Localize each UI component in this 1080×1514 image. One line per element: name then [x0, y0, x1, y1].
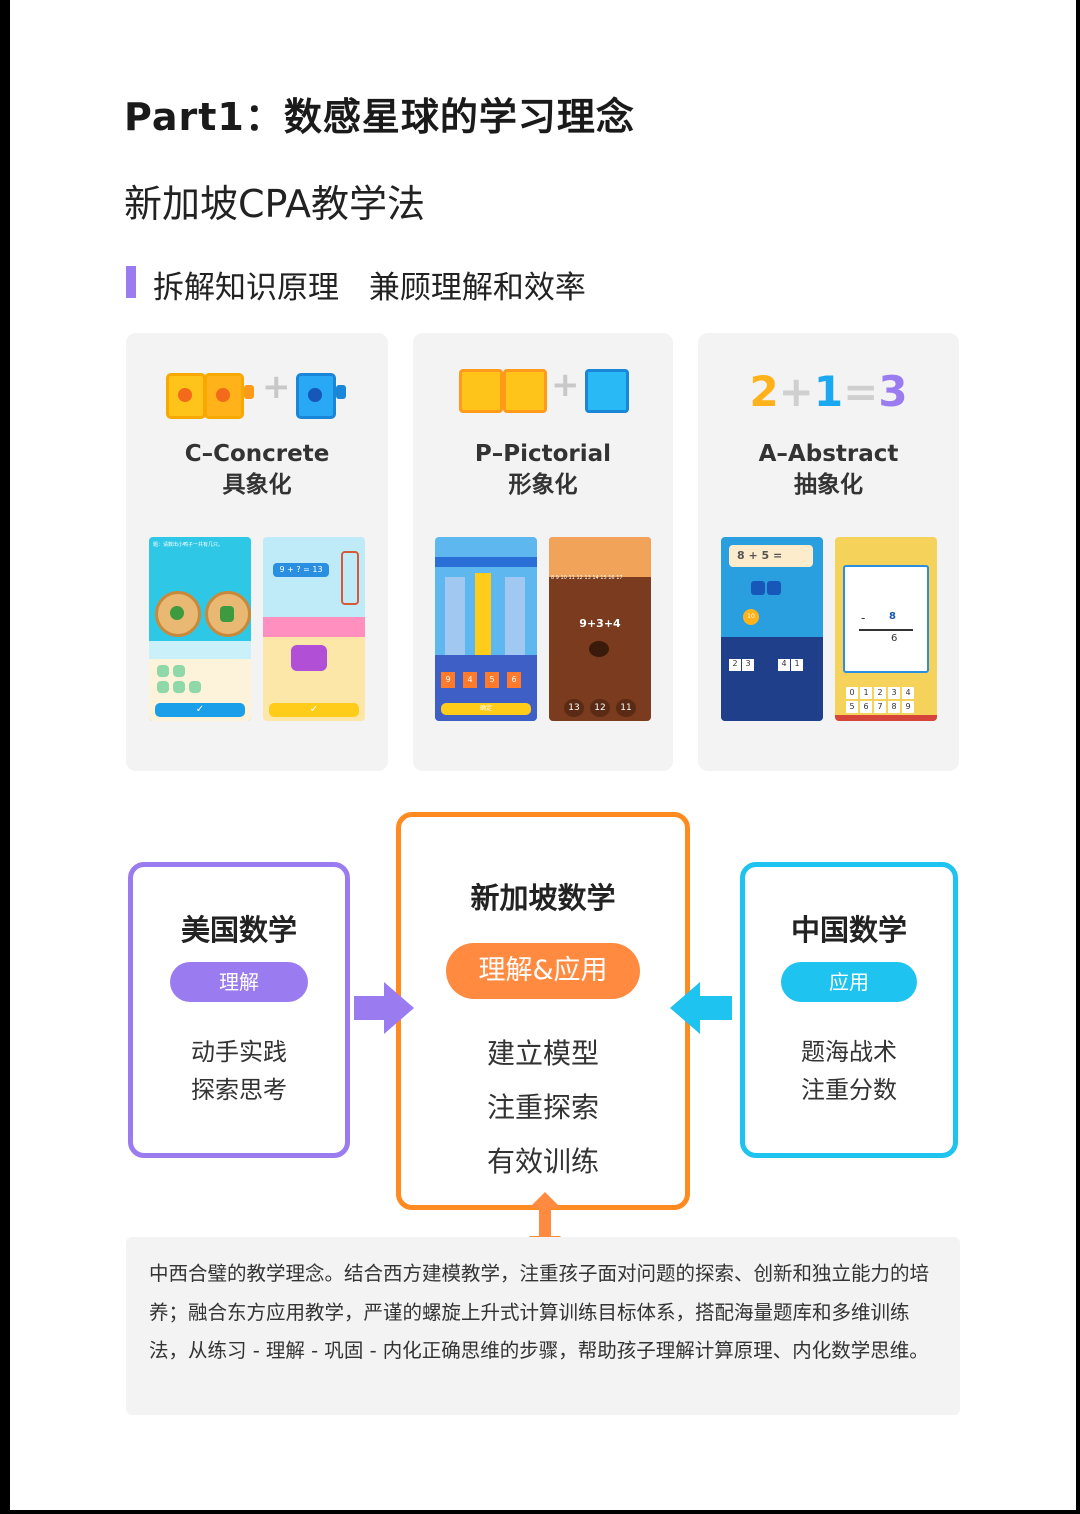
concrete-label-cn: 具象化 — [222, 472, 292, 498]
c1-prompt: 题：请数出小鸭子一共有几只。 — [153, 542, 224, 548]
eq-digit: 3 — [878, 367, 908, 416]
concrete-label-en: C–Concrete — [184, 441, 330, 467]
abstract-label: A–Abstract 抽象化 — [698, 439, 959, 501]
a1-equation: 8 + 5 = — [729, 545, 813, 567]
keypad-key[interactable]: 8 — [888, 701, 900, 713]
p1-tile: 9 — [441, 672, 455, 688]
concrete-screenshot-1: 题：请数出小鸭子一共有几只。 ✓ — [149, 537, 251, 721]
section-marker — [126, 266, 136, 298]
singapore-math-box: 新加坡数学 理解&应用 建立模型 注重探索 有效训练 — [396, 812, 690, 1210]
usa-line: 动手实践 — [191, 1038, 287, 1066]
eq-equals: = — [843, 367, 879, 416]
a2-digit: 6 — [891, 633, 898, 644]
singapore-tag: 理解&应用 — [446, 943, 640, 999]
keypad-key[interactable]: 0 — [846, 687, 858, 699]
singapore-line: 建立模型 — [486, 1037, 599, 1070]
p1-tile: 4 — [463, 672, 477, 688]
a2-digit: 8 — [889, 611, 896, 622]
singapore-line: 有效训练 — [486, 1145, 599, 1178]
p1-tile: 6 — [507, 672, 521, 688]
keypad-key[interactable]: 9 — [902, 701, 914, 713]
pictorial-label-en: P–Pictorial — [474, 441, 612, 467]
usa-tag: 理解 — [170, 962, 308, 1002]
singapore-title: 新加坡数学 — [470, 881, 616, 915]
description-text: 中西合璧的教学理念。结合西方建模教学，注重孩子面对问题的探索、创新和独立能力的培… — [149, 1262, 930, 1362]
method-title: 新加坡CPA教学法 — [124, 182, 426, 226]
singapore-line: 注重探索 — [486, 1091, 599, 1124]
page: Part1：数感星球的学习理念 新加坡CPA教学法 拆解知识原理 兼顾理解和效率… — [10, 0, 1076, 1510]
c2-equation: 9 + ? = 13 — [273, 563, 329, 577]
abstract-label-en: A–Abstract — [758, 441, 899, 467]
eq-plus: + — [778, 367, 814, 416]
a1-pair: 1 — [791, 659, 803, 671]
keypad-key[interactable]: 3 — [888, 687, 900, 699]
china-lines: 题海战术 注重分数 — [745, 1033, 953, 1109]
arrow-right-icon — [354, 982, 414, 1034]
p2-equation: 9+3+4 — [579, 617, 621, 630]
concrete-screenshot-2: 9 + ? = 13 ✓ — [263, 537, 365, 721]
description-panel: 中西合璧的教学理念。结合西方建模教学，注重孩子面对问题的探索、创新和独立能力的培… — [126, 1237, 960, 1415]
c2-confirm-button[interactable]: ✓ — [269, 703, 359, 717]
p2-number-line: 8 9 10 11 12 13 14 15 16 17 — [551, 575, 623, 581]
china-math-box: 中国数学 应用 题海战术 注重分数 — [740, 862, 958, 1158]
pictorial-label: P–Pictorial 形象化 — [413, 439, 673, 501]
c1-confirm-button[interactable]: ✓ — [155, 703, 245, 717]
p2-option[interactable]: 13 — [564, 699, 584, 717]
keypad-key[interactable]: 2 — [874, 687, 886, 699]
usa-title: 美国数学 — [180, 913, 297, 947]
concrete-card: + C–Concrete 具象化 题：请数出小鸭子一共有几只。 ✓ 9 + ? … — [126, 333, 388, 771]
equation-icon: 2+1=3 — [698, 363, 959, 421]
p1-confirm-button[interactable]: 确定 — [441, 703, 531, 715]
china-line: 注重分数 — [801, 1076, 897, 1104]
usa-line: 探索思考 — [191, 1076, 287, 1104]
p1-tile: 5 — [485, 672, 499, 688]
keypad-key[interactable]: 4 — [902, 687, 914, 699]
singapore-lines: 建立模型 注重探索 有效训练 — [401, 1027, 685, 1189]
usa-math-box: 美国数学 理解 动手实践 探索思考 — [128, 862, 350, 1158]
keypad-key[interactable]: 7 — [874, 701, 886, 713]
china-tag: 应用 — [781, 962, 917, 1002]
china-title: 中国数学 — [790, 913, 907, 947]
concrete-label: C–Concrete 具象化 — [126, 439, 388, 501]
a2-minus: - — [861, 611, 866, 625]
a1-node: 10 — [743, 609, 759, 625]
part-title: Part1：数感星球的学习理念 — [124, 95, 635, 139]
eq-digit: 1 — [813, 367, 844, 416]
a1-pair: 2 — [729, 659, 741, 671]
usa-lines: 动手实践 探索思考 — [133, 1033, 345, 1109]
pictorial-screenshot-2: 8 9 10 11 12 13 14 15 16 17 9+3+4 13 12 11 — [549, 537, 651, 721]
keypad-key[interactable]: 5 — [846, 701, 858, 713]
cube-blocks-icon: + — [126, 363, 388, 421]
keypad-key[interactable]: 6 — [860, 701, 872, 713]
a1-pair: 4 — [778, 659, 790, 671]
section-title: 拆解知识原理 兼顾理解和效率 — [153, 270, 586, 306]
abstract-label-cn: 抽象化 — [794, 472, 863, 498]
pictorial-label-cn: 形象化 — [508, 472, 578, 498]
p2-option[interactable]: 12 — [590, 699, 610, 717]
keypad-key[interactable]: 1 — [860, 687, 872, 699]
arrow-left-icon — [670, 982, 732, 1034]
eq-digit: 2 — [749, 367, 779, 416]
china-line: 题海战术 — [801, 1038, 897, 1066]
square-blocks-icon: + — [413, 363, 673, 421]
a1-pair: 3 — [742, 659, 754, 671]
p2-option[interactable]: 11 — [616, 699, 636, 717]
